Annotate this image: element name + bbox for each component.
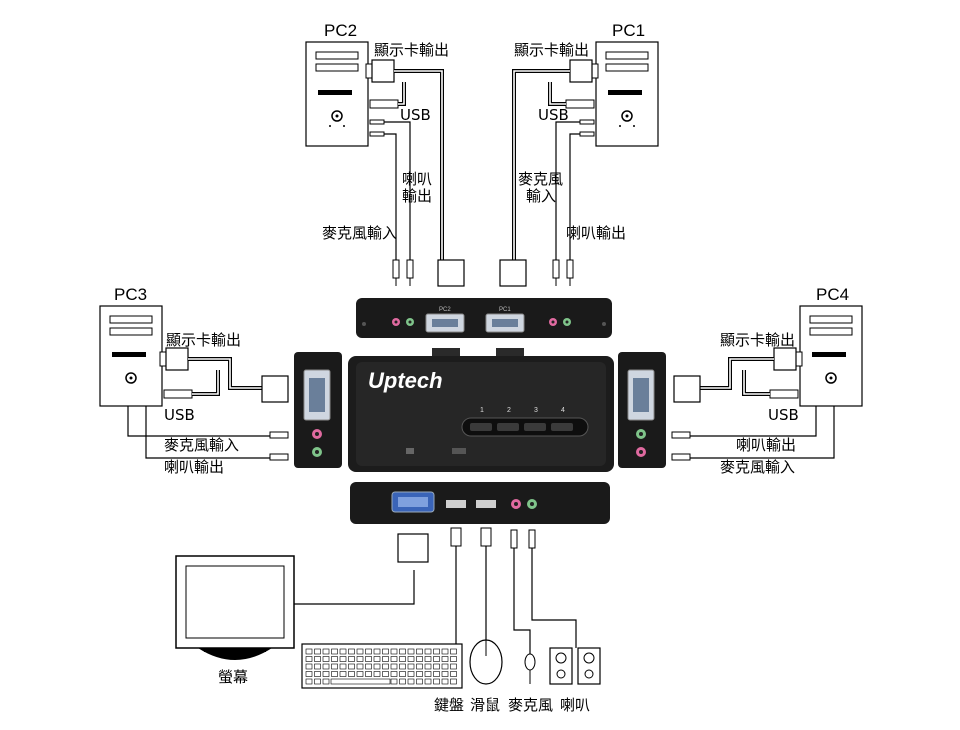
pc1-vga-plug — [512, 59, 599, 260]
pc4-label: PC4 — [816, 285, 849, 304]
pc3-label: PC3 — [114, 285, 147, 304]
pc3-speaker-label: 喇叭輸出 — [164, 458, 224, 476]
microphone-icon — [524, 653, 536, 684]
pc4-tower — [799, 305, 863, 407]
kvm-switch-body — [348, 348, 614, 472]
kvm-console-panel — [350, 482, 610, 524]
speaker-label: 喇叭 — [560, 696, 590, 714]
keyboard-label: 鍵盤 — [434, 696, 464, 714]
pc2-speaker-label: 喇叭輸出 — [402, 170, 432, 205]
kvm-rear-port-label-pc1: PC1 — [499, 307, 511, 313]
pc1-usb-label: USB — [538, 106, 569, 124]
kvm-right-side-panel — [618, 352, 666, 468]
pc1-label: PC1 — [612, 21, 645, 40]
pc1-tower — [595, 41, 659, 147]
pc1-vga-label: 顯示卡輸出 — [514, 41, 589, 59]
kvm-brand-logo: Uptech — [368, 368, 443, 393]
mouse-label: 滑鼠 — [470, 696, 500, 714]
pc1-audio-jacks — [552, 259, 574, 286]
pc4-usb-label: USB — [768, 406, 799, 424]
pc4-mic-label: 麥克風輸入 — [720, 458, 795, 476]
pc2-label: PC2 — [324, 21, 357, 40]
pc4-usb-plug — [742, 370, 799, 399]
pc4-speaker-label: 喇叭輸出 — [736, 436, 796, 454]
kvm-left-side-panel — [294, 352, 342, 468]
kvm-rear-port-label-pc2: PC2 — [439, 307, 451, 313]
kvm-port-number-1: 1 — [480, 407, 484, 414]
pc4-vga-label: 顯示卡輸出 — [720, 331, 795, 349]
keyboard-icon — [301, 643, 463, 689]
pc2-audio-jacks — [392, 259, 414, 286]
pc2-vga-connector — [437, 259, 465, 287]
pc2-mic-label: 麥克風輸入 — [322, 224, 397, 242]
mouse-icon — [469, 639, 503, 685]
pc2-vga-label: 顯示卡輸出 — [374, 41, 449, 59]
monitor-icon — [175, 555, 295, 660]
pc3-vga-plug — [159, 347, 289, 403]
pc3-usb-label: USB — [164, 406, 195, 424]
microphone-label: 麥克風 — [508, 696, 553, 714]
kvm-port-number-2: 2 — [507, 407, 511, 414]
pc3-tower — [99, 305, 163, 407]
pc2-tower — [305, 41, 369, 147]
pc3-mic-label: 麥克風輸入 — [164, 436, 239, 454]
monitor-label: 螢幕 — [218, 668, 248, 686]
pc1-speaker-label: 喇叭輸出 — [566, 224, 626, 242]
pc1-usb-plug — [548, 82, 595, 109]
kvm-rear-panel: PC2 PC1 — [356, 298, 612, 338]
pc1-vga-connector — [499, 259, 527, 287]
speaker-icon — [549, 647, 601, 685]
pc2-vga-plug — [365, 59, 444, 260]
pc4-vga-plug — [673, 347, 803, 403]
pc3-usb-plug — [163, 370, 220, 399]
pc1-mic-label: 麥克風輸入 — [518, 170, 563, 205]
pc2-usb-plug — [369, 82, 406, 109]
pc3-vga-label: 顯示卡輸出 — [166, 331, 241, 349]
pc2-usb-label: USB — [400, 106, 431, 124]
kvm-port-number-4: 4 — [561, 407, 565, 414]
kvm-port-number-3: 3 — [534, 407, 538, 414]
